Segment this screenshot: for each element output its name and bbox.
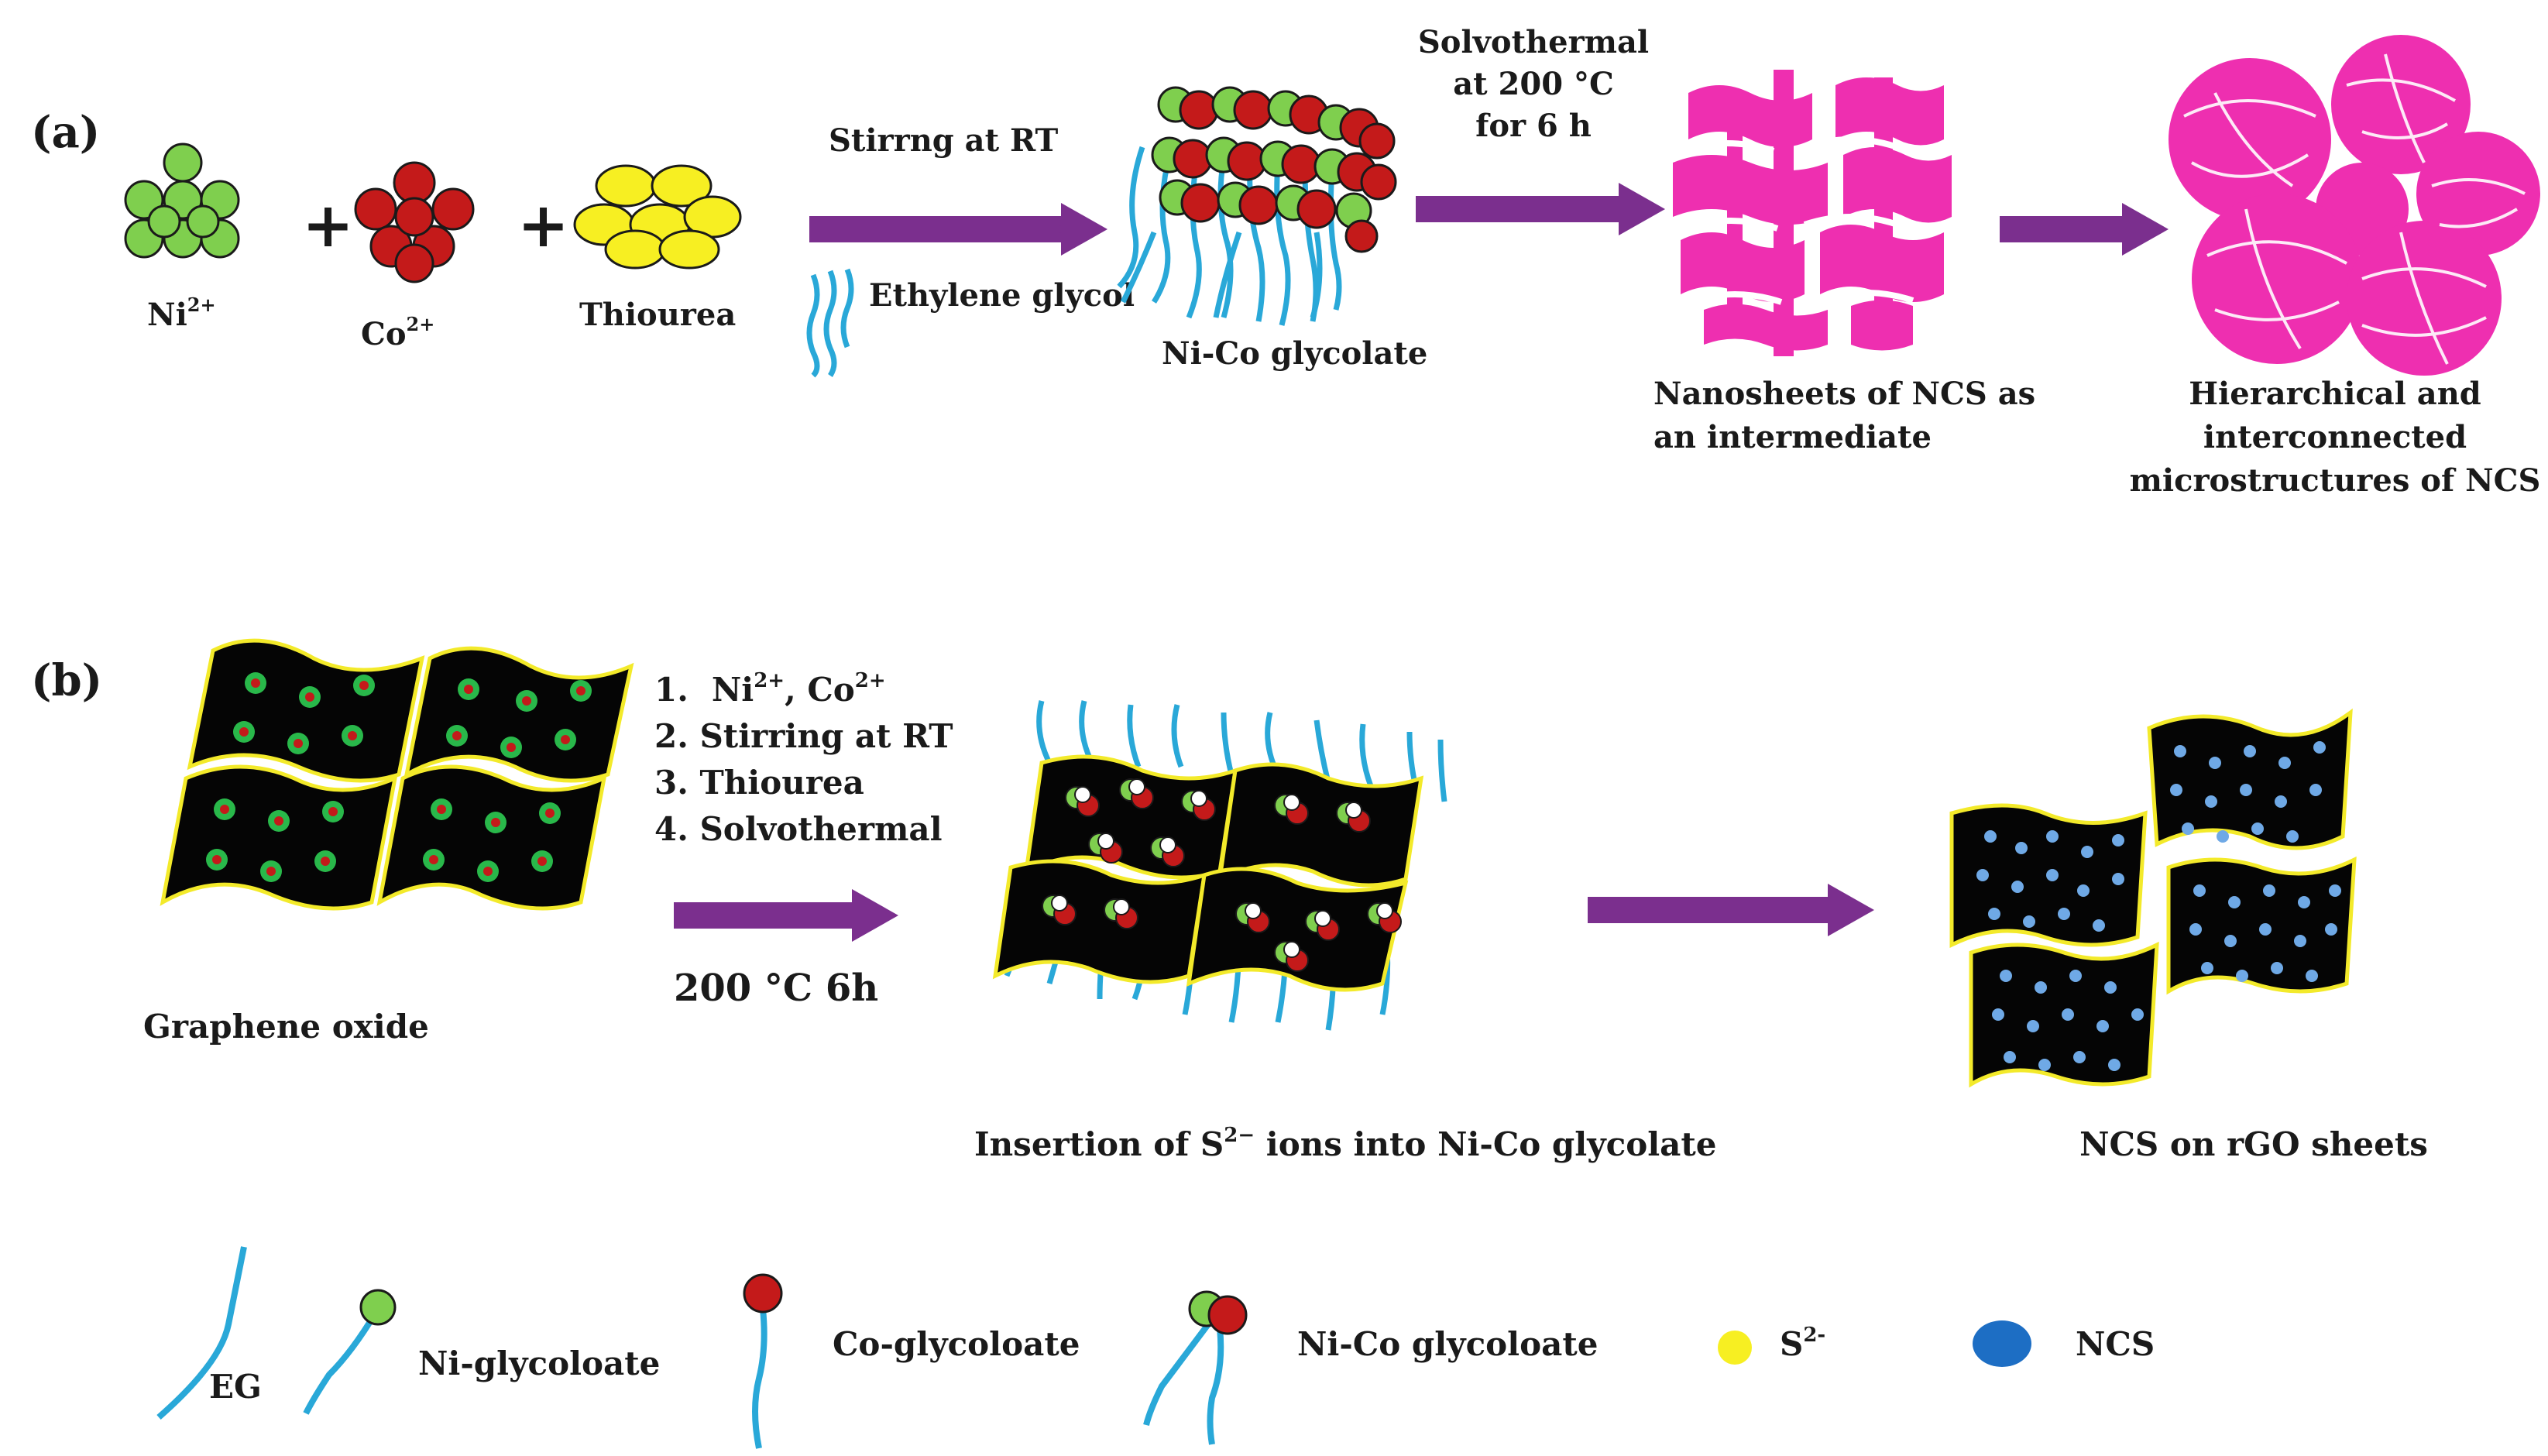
legend-nico-glycoloate-label: Ni-Co glycoloate <box>1297 1325 1598 1363</box>
legend-ni-glycoloate-icon <box>359 1289 397 1326</box>
legend-co-glycoloate-label: Co-glycoloate <box>833 1325 1080 1363</box>
graphene-oxide-label: Graphene oxide <box>143 1008 429 1046</box>
ncs-dots <box>1976 741 2341 1071</box>
legend-ni-glycoloate-chain-icon <box>303 1310 379 1415</box>
rgo-sheets <box>1949 708 2357 1088</box>
ncs-nanosheets-gaps <box>1679 136 1914 305</box>
co-ion-label: Co2+ <box>361 313 434 352</box>
nanosheets-line-2: an intermediate <box>1653 419 1932 455</box>
ncs-nanosheets <box>1673 70 1952 356</box>
legend-ncs-label: NCS <box>2076 1325 2155 1363</box>
nico-glycolate-structure <box>1117 86 1397 326</box>
hierarchical-line-2: interconnected <box>2203 419 2467 455</box>
plus-sign-1: + <box>302 188 354 261</box>
ni-ion-label: Ni2+ <box>147 294 216 333</box>
legend-nico-chain-icon-2 <box>1207 1327 1224 1445</box>
step-1: 1.Ni2+, Co2+ <box>654 669 886 709</box>
hierarchical-line-1: Hierarchical and <box>2189 376 2481 412</box>
hierarchical-line-3: microstructures of NCS <box>2130 462 2541 499</box>
ethylene-glycol-label: Ethylene glycol <box>869 277 1135 314</box>
arrow-b-solvothermal-head <box>852 889 898 942</box>
thiourea-cluster <box>573 164 742 270</box>
co-ion-cluster <box>354 161 475 283</box>
legend-s-label: S2- <box>1780 1324 1825 1363</box>
ni-ion-cluster <box>124 143 240 259</box>
arrow-hierarchical-head <box>2122 203 2169 256</box>
legend-ni-glycoloate-label: Ni-glycoloate <box>418 1344 660 1382</box>
ethylene-glycol-icon <box>806 268 854 378</box>
step-2: 2. Stirring at RT <box>654 717 953 755</box>
plus-sign-2: + <box>517 188 569 261</box>
legend-co-glycoloate-chain-icon <box>752 1308 767 1449</box>
graphene-oxide-dot-centers <box>212 678 585 876</box>
step-3: 3. Thiourea <box>654 764 864 802</box>
legend: EG Ni-glycoloate Co-glycoloate Ni-Co gly… <box>156 1246 2155 1449</box>
ncs-hierarchical-microstructures <box>2169 35 2540 376</box>
arrow-solvothermal-head <box>1619 183 1665 235</box>
ncs-on-rgo-label: NCS on rGO sheets <box>2079 1125 2428 1163</box>
solvothermal-line-3: for 6 h <box>1475 108 1592 144</box>
glycolate-label: Ni-Co glycolate <box>1162 335 1427 372</box>
solvothermal-line-2: at 200 °C <box>1453 66 1614 102</box>
legend-nico-chain-icon-1 <box>1143 1322 1211 1427</box>
legend-co-glycoloate-icon <box>743 1273 783 1313</box>
graphene-oxide-sheets <box>160 638 634 911</box>
legend-s-icon <box>1718 1331 1752 1365</box>
arrow-b-final-head <box>1828 884 1874 936</box>
stirring-label: Stirrng at RT <box>829 122 1059 159</box>
insertion-label: Insertion of S2− ions into Ni-Co glycola… <box>974 1124 1717 1163</box>
legend-eg-label: EG <box>209 1368 262 1406</box>
legend-ncs-icon <box>1973 1320 2031 1367</box>
nanosheets-line-1: Nanosheets of NCS as <box>1653 376 2035 412</box>
legend-nico-co-icon <box>1207 1295 1248 1335</box>
insertion-structure <box>992 700 1447 1031</box>
arrow-stirring-head <box>1061 203 1107 256</box>
solvothermal-line-1: Solvothermal <box>1418 24 1649 60</box>
thiourea-label: Thiourea <box>579 297 736 333</box>
panel-b-label: (b) <box>31 655 102 706</box>
panel-a-label: (a) <box>31 107 100 158</box>
step-4: 4. Solvothermal <box>654 810 943 848</box>
legend-eg-icon <box>156 1246 247 1420</box>
condition-label: 200 °C 6h <box>674 967 878 1010</box>
